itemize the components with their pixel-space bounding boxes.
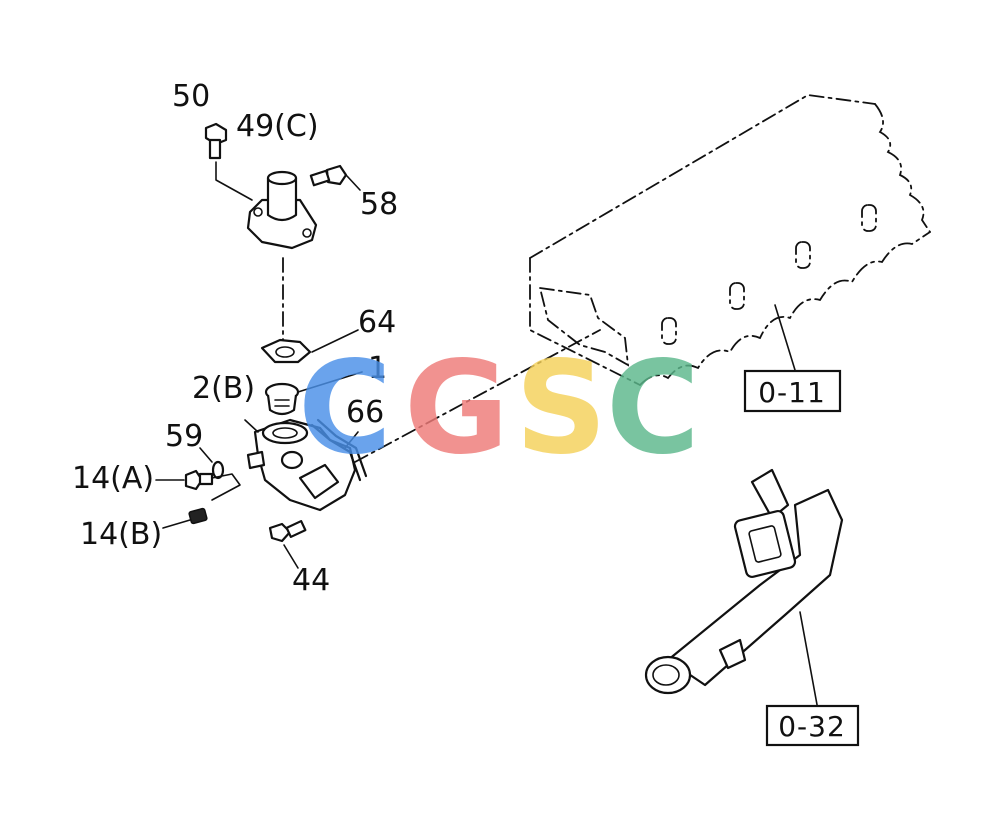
bolt-14a <box>155 469 241 501</box>
reference-0-32: 0-32 <box>765 704 860 747</box>
callout-66: 66 <box>346 395 384 430</box>
callout-14b: 14(B) <box>80 517 162 552</box>
gasket-64 <box>260 329 359 364</box>
bolt-14b <box>162 507 208 529</box>
watermark-letter-4: C <box>606 334 700 483</box>
bolt-50 <box>204 122 253 201</box>
bolt-44 <box>268 519 307 569</box>
callout-50: 50 <box>172 79 210 114</box>
pipe-66 <box>310 418 368 482</box>
water-outlet-part <box>246 170 318 250</box>
bolt-58 <box>309 164 361 191</box>
callout-14a: 14(A) <box>72 461 154 496</box>
watermark-letter-2: G <box>404 334 509 483</box>
callout-59: 59 <box>165 419 203 454</box>
thermostat-housing-2b <box>244 418 357 512</box>
reference-0-11: 0-11 <box>743 369 842 413</box>
callout-2b: 2(B) <box>192 371 255 406</box>
watermark-letter-1: C <box>298 334 392 483</box>
water-pipe <box>644 468 844 711</box>
callout-58: 58 <box>360 187 398 222</box>
callout-64: 64 <box>358 305 396 340</box>
washer-59 <box>199 447 225 480</box>
reference-0-11-label: 0-11 <box>758 376 826 409</box>
thermostat-1 <box>264 371 363 416</box>
engine-block <box>529 94 931 386</box>
callout-49c: 49(C) <box>236 109 319 144</box>
watermark-logo: C G S C <box>298 334 700 483</box>
assembly-axis-line <box>354 329 601 463</box>
callout-1: 1 <box>368 351 387 386</box>
watermark-letter-3: S <box>515 334 607 483</box>
reference-0-32-label: 0-32 <box>778 710 846 743</box>
callout-44: 44 <box>292 563 330 598</box>
